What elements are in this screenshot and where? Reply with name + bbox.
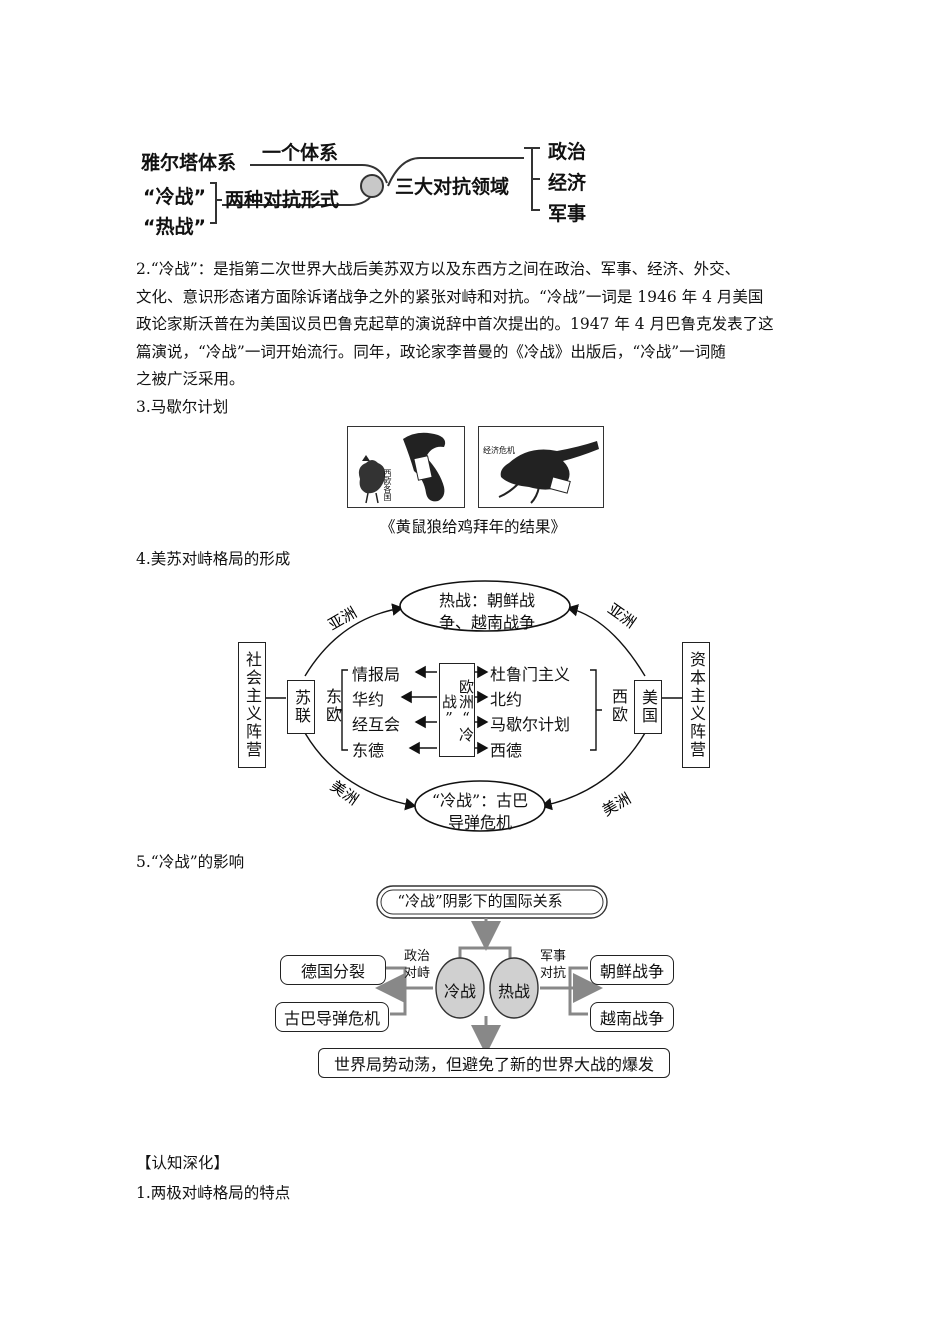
section3-title: 3.马歇尔计划 bbox=[136, 394, 826, 422]
usa-box: 美国 bbox=[634, 680, 662, 734]
yalta-label: 雅尔塔体系 bbox=[141, 148, 236, 175]
america-label-left: 美洲 bbox=[327, 777, 362, 809]
cuba-line: “冷战”：古巴 bbox=[420, 790, 540, 812]
hot-war-ellipse: 热战 bbox=[495, 978, 533, 1002]
military-label: 军事 对抗 bbox=[540, 948, 566, 982]
left-item: 经互会 bbox=[352, 711, 400, 735]
cuba-ellipse: “冷战”：古巴 导弹危机 bbox=[420, 790, 540, 834]
military-label: 军事 bbox=[548, 199, 586, 226]
germany-split-box: 德国分裂 bbox=[280, 955, 386, 985]
east-europe-label: 东欧 bbox=[320, 688, 344, 724]
ussr-box: 苏联 bbox=[287, 680, 315, 734]
right-item: 西德 bbox=[490, 737, 522, 761]
cuba-line: 导弹危机 bbox=[420, 812, 540, 834]
cartoon-left: 西欧各国 bbox=[347, 426, 465, 508]
one-system-label: 一个体系 bbox=[262, 138, 338, 165]
political-label: 政治 对峙 bbox=[404, 948, 430, 982]
military-label-line: 对抗 bbox=[540, 965, 566, 982]
economy-label: 经济 bbox=[548, 168, 586, 195]
left-item: 东德 bbox=[352, 737, 384, 761]
section4-title: 4.美苏对峙格局的形成 bbox=[136, 546, 826, 574]
korean-war-box: 朝鲜战争 bbox=[590, 955, 674, 985]
section5-title: 5.“冷战”的影响 bbox=[136, 849, 826, 877]
europe-cold-war-box: 欧洲“冷战” bbox=[439, 663, 475, 757]
right-item: 马歇尔计划 bbox=[490, 711, 570, 735]
america-label-right: 美洲 bbox=[599, 789, 634, 820]
right-item: 北约 bbox=[490, 686, 522, 710]
asia-label-left: 亚洲 bbox=[325, 603, 360, 634]
deepen-item-1: 1.两极对峙格局的特点 bbox=[136, 1180, 826, 1208]
left-item: 华约 bbox=[352, 686, 384, 710]
cold-war-label: “冷战” bbox=[143, 182, 206, 209]
right-item: 杜鲁门主义 bbox=[490, 661, 570, 685]
three-fields-label: 三大对抗领域 bbox=[395, 172, 509, 199]
cartoon-left-drawing bbox=[348, 427, 464, 507]
political-label-line: 对峙 bbox=[404, 965, 430, 982]
shadow-title: “冷战”阴影下的国际关系 bbox=[390, 890, 570, 911]
vietnam-war-box: 越南战争 bbox=[590, 1002, 674, 1032]
paragraph-line: 2.“冷战”：是指第二次世界大战后美苏双方以及东西方之间在政治、军事、经济、外交… bbox=[136, 256, 826, 284]
paragraph-line: 政论家斯沃普在为美国议员巴鲁克起草的演说辞中首次提出的。1947 年 4 月巴鲁… bbox=[136, 311, 826, 339]
deepen-heading: 【认知深化】 bbox=[136, 1150, 826, 1178]
cold-war-definition: 2.“冷战”：是指第二次世界大战后美苏双方以及东西方之间在政治、军事、经济、外交… bbox=[136, 256, 826, 394]
paragraph-line: 篇演说，“冷战”一词开始流行。同年，政论家李普曼的《冷战》出版后，“冷战”一词随 bbox=[136, 339, 826, 367]
west-europe-label: 西欧 bbox=[606, 688, 630, 724]
paragraph-line: 之被广泛采用。 bbox=[136, 366, 826, 394]
cartoon-right-label: 经济危机 bbox=[483, 445, 515, 456]
world-situation-box: 世界局势动荡，但避免了新的世界大战的爆发 bbox=[318, 1048, 670, 1078]
military-label-line: 军事 bbox=[540, 948, 566, 965]
paragraph-line: 文化、意识形态诸方面除诉诸战争之外的紧张对峙和对抗。“冷战”一词是 1946 年… bbox=[136, 284, 826, 312]
hot-war-ellipse: 热战：朝鲜战 争、越南战争 bbox=[432, 590, 542, 634]
cartoon-right: 经济危机 bbox=[478, 426, 604, 508]
cuba-crisis-box: 古巴导弹危机 bbox=[275, 1002, 389, 1032]
hot-war-label: “热战” bbox=[143, 212, 206, 239]
politics-label: 政治 bbox=[548, 137, 586, 164]
political-label-line: 政治 bbox=[404, 948, 430, 965]
cartoon-right-drawing bbox=[479, 427, 603, 507]
socialist-camp-box: 社会主义阵营 bbox=[238, 642, 266, 768]
capitalist-camp-box: 资本主义阵营 bbox=[682, 642, 710, 768]
hot-war-line: 热战：朝鲜战 bbox=[432, 590, 542, 612]
left-item: 情报局 bbox=[352, 661, 400, 685]
cartoon-caption: 《黄鼠狼给鸡拜年的结果》 bbox=[380, 515, 566, 537]
cold-war-ellipse: 冷战 bbox=[441, 978, 479, 1002]
cartoon-left-label: 西欧各国 bbox=[382, 469, 393, 501]
hot-war-line: 争、越南战争 bbox=[432, 612, 542, 634]
asia-label-right: 亚洲 bbox=[604, 600, 639, 632]
two-forms-label: 两种对抗形式 bbox=[225, 185, 339, 212]
